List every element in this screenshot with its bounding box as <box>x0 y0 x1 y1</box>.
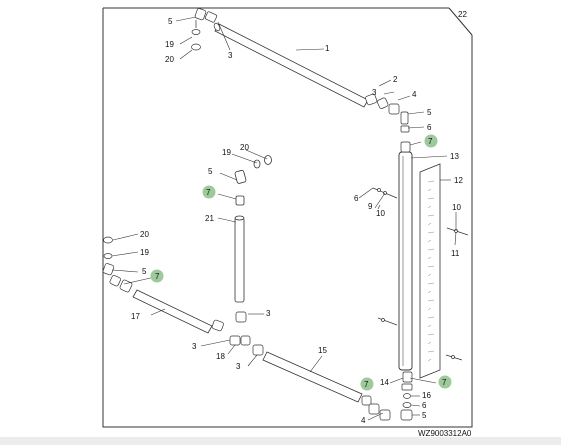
callout-5: 5 <box>168 17 173 26</box>
scale-tick <box>427 274 432 276</box>
middle-lower-fittings <box>211 311 264 356</box>
scale-tick <box>427 257 432 259</box>
scale-tick <box>427 248 435 251</box>
callout-20: 20 <box>165 55 174 64</box>
callout-labels: 22 5 19 20 3 1 2 3 4 5 6 7 13 12 6 9 10 … <box>131 10 472 438</box>
callout-21: 21 <box>205 214 214 223</box>
right-vertical-tube <box>398 141 413 371</box>
callout-4: 4 <box>412 90 417 99</box>
scale-tick <box>427 189 432 191</box>
callout-bubble-7 <box>202 185 216 199</box>
scale-tick <box>427 180 435 183</box>
scale-tick <box>427 342 432 344</box>
top-right-fittings <box>365 93 410 133</box>
callout-10: 10 <box>376 209 385 218</box>
scale-tick <box>427 299 435 302</box>
callout-3: 3 <box>372 88 377 97</box>
callout-3: 3 <box>236 362 241 371</box>
scale-tick <box>427 214 435 217</box>
callout-19: 19 <box>222 148 231 157</box>
callout-19: 19 <box>165 40 174 49</box>
callout-12: 12 <box>454 176 463 185</box>
callout-11: 11 <box>451 249 460 258</box>
leader-lines <box>111 16 457 421</box>
top-left-fittings <box>191 8 218 51</box>
callout-14: 14 <box>380 378 389 387</box>
callout-bubble-7 <box>438 375 452 389</box>
callout-3: 3 <box>228 51 233 60</box>
callout-3: 3 <box>192 342 197 351</box>
callout-15: 15 <box>318 346 327 355</box>
scale-tick <box>427 291 432 293</box>
scale-tick <box>427 316 435 319</box>
left-diagonal-tube <box>132 289 213 334</box>
scale-tick <box>427 197 435 200</box>
callout-7: 7 <box>155 272 160 281</box>
bottom-centre-fittings <box>361 395 391 421</box>
frame-outline <box>102 7 473 428</box>
callout-13: 13 <box>450 152 459 161</box>
scale-tick <box>427 308 432 310</box>
bottom-scroll-strip <box>0 437 561 445</box>
callout-5: 5 <box>208 167 213 176</box>
callout-20: 20 <box>240 143 249 152</box>
callout-19: 19 <box>140 248 149 257</box>
callout-5: 5 <box>142 267 147 276</box>
scale-tick <box>427 265 435 268</box>
left-fittings <box>102 236 133 293</box>
callout-bubble-7 <box>150 269 164 283</box>
scale-tick <box>427 350 435 353</box>
scale-tick <box>427 333 435 336</box>
callout-6: 6 <box>422 401 427 410</box>
callout-bubble-7 <box>360 377 374 391</box>
callout-4: 4 <box>361 416 366 425</box>
highlight-bubbles <box>150 134 452 391</box>
callout-17: 17 <box>131 312 140 321</box>
callout-3: 3 <box>266 309 271 318</box>
callout-1: 1 <box>325 44 330 53</box>
top-long-tube <box>213 22 369 108</box>
callout-6: 6 <box>427 123 432 132</box>
callout-10: 10 <box>452 203 461 212</box>
drawing-code: WZ9003312A0 <box>418 429 472 438</box>
scale-tick <box>427 206 432 208</box>
callout-7: 7 <box>206 188 211 197</box>
callout-20: 20 <box>140 230 149 239</box>
scale-tick <box>427 359 432 361</box>
scale-tick <box>427 240 432 242</box>
callout-16: 16 <box>422 391 431 400</box>
callout-7: 7 <box>428 137 433 146</box>
callout-5: 5 <box>422 411 427 420</box>
scale-tick <box>427 325 432 327</box>
middle-vertical-tube <box>234 155 272 303</box>
scale-panel <box>419 163 441 379</box>
callout-7: 7 <box>364 380 369 389</box>
bottom-diagonal-tube <box>262 351 363 403</box>
callout-9: 9 <box>368 202 373 211</box>
bottom-right-fittings <box>400 371 413 421</box>
callout-7: 7 <box>442 378 447 387</box>
callout-18: 18 <box>216 352 225 361</box>
scale-tick <box>427 231 435 234</box>
scale-tick <box>427 282 435 285</box>
callout-5: 5 <box>427 108 432 117</box>
scale-tick <box>427 223 432 225</box>
callout-6: 6 <box>354 194 359 203</box>
callout-2: 2 <box>393 75 398 84</box>
callout-bubble-7 <box>424 134 438 148</box>
frame-callout: 22 <box>458 10 467 19</box>
